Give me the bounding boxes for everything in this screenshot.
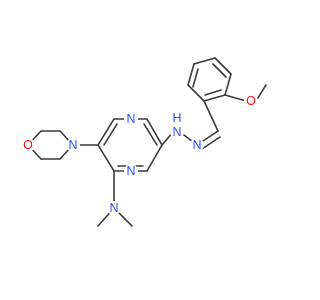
bond-triazine-1 — [97, 118, 115, 146]
bond-triazine-6 — [97, 144, 115, 172]
morpholine-nitrogen-label: N — [68, 138, 77, 152]
dimethylamino-nitrogen-label: N — [109, 201, 118, 215]
triazine-nitrogen-bottom-label: N — [126, 164, 135, 178]
bond-triazine-3 — [146, 118, 163, 146]
bond-triazine-3-double — [143, 123, 158, 146]
triazine-nitrogen-top-label: N — [126, 112, 135, 126]
bond-benz-6-double — [204, 89, 222, 96]
atom-labels: O N N N N N H N O — [21, 94, 258, 215]
bond-ch-aryl — [203, 100, 219, 132]
bond-benz-6 — [203, 94, 226, 102]
bond-triazine-1-double — [103, 123, 118, 146]
morpholine-oxygen-label: O — [23, 138, 33, 152]
hydrazone-nh-nitrogen-label: N — [172, 125, 181, 139]
bond-triazine-4 — [146, 144, 163, 172]
bonds — [27, 57, 267, 227]
bond-benz-3 — [193, 57, 216, 65]
hydrazone-nitrogen-label: N — [192, 138, 201, 152]
hydrazone-hydrogen-label: H — [172, 111, 181, 125]
bond-o-me — [255, 84, 267, 102]
bond-benz-1 — [187, 84, 205, 102]
bond-ar-o — [224, 94, 247, 102]
molecule-structure: O N N N N N H N O — [21, 57, 267, 227]
bond-benz-2 — [187, 63, 195, 86]
bond-benz-2-double — [192, 68, 199, 88]
methoxy-oxygen-label: O — [246, 94, 256, 108]
bond-benz-5 — [224, 73, 232, 96]
bond-benz-4 — [214, 57, 232, 75]
bond-benz-4-double — [212, 63, 227, 78]
